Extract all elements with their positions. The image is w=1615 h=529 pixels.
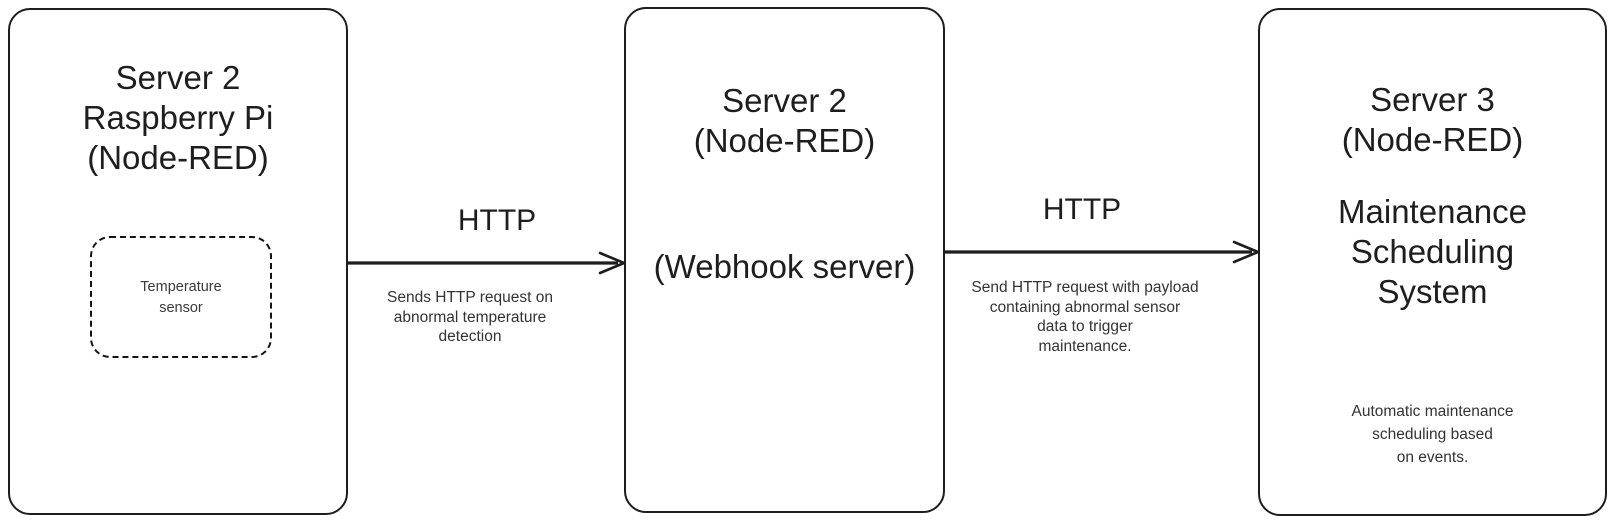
node-server-2-raspberry-pi[interactable]: Server 2 Raspberry Pi (Node-RED) Tempera… — [8, 8, 348, 515]
node-right-title: Server 3 (Node-RED) — [1341, 81, 1524, 158]
node-server-3-maintenance[interactable]: Server 3 (Node-RED) Maintenance Scheduli… — [1258, 8, 1607, 516]
edge-middle-to-right-label: HTTP — [1042, 193, 1122, 226]
edge-left-to-middle-arrow — [348, 251, 626, 275]
edge-left-to-middle-caption: Sends HTTP request on abnormal temperatu… — [387, 289, 553, 345]
edge-middle-to-right-arrow — [945, 240, 1260, 264]
node-left-title: Server 2 Raspberry Pi (Node-RED) — [82, 59, 274, 176]
node-middle-title: Server 2 (Node-RED) — [693, 82, 876, 159]
edge-left-to-middle-label: HTTP — [457, 204, 537, 237]
node-right-subtitle: Maintenance Scheduling System — [1338, 193, 1527, 310]
node-server-2-webhook[interactable]: Server 2 (Node-RED) (Webhook server) — [624, 7, 945, 513]
node-middle-subtitle: (Webhook server) — [653, 248, 916, 285]
temperature-sensor-label: Temperature sensor — [140, 279, 222, 316]
edge-middle-to-right-caption: Send HTTP request with payload containin… — [971, 279, 1199, 355]
node-right-note: Automatic maintenance scheduling based o… — [1351, 403, 1514, 466]
temperature-sensor-node[interactable]: Temperature sensor — [90, 236, 272, 358]
